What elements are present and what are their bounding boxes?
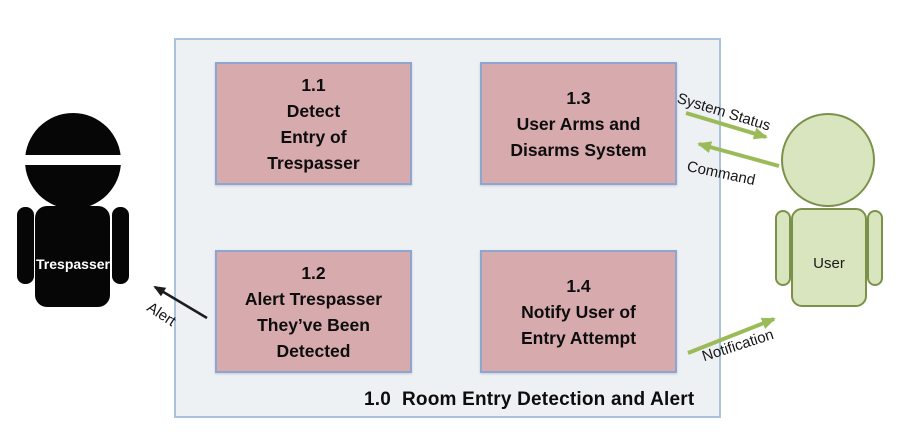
trespasser-arm-left (17, 207, 34, 284)
trespasser-label: Trespasser (36, 256, 110, 272)
process-box-1-4: 1.4 Notify User of Entry Attempt (480, 250, 677, 373)
trespasser-arm-right (112, 207, 129, 284)
user-head (781, 113, 875, 207)
user-figure (775, 113, 883, 307)
process-label-1-1: 1.1 Detect Entry of Trespasser (267, 74, 360, 173)
process-label-1-4: 1.4 Notify User of Entry Attempt (520, 275, 637, 348)
user-arm-right (867, 210, 883, 286)
process-label-1-2: 1.2 Alert Trespasser They’ve Been Detect… (244, 262, 383, 361)
process-box-1-3: 1.3 User Arms and Disarms System (480, 62, 677, 185)
trespasser-figure (17, 113, 129, 307)
boundary-title: 1.0 Room Entry Detection and Alert (364, 389, 695, 410)
process-label-1-3: 1.3 User Arms and Disarms System (510, 87, 647, 160)
user-arm-left (775, 210, 791, 286)
process-box-1-2: 1.2 Alert Trespasser They’ve Been Detect… (215, 250, 412, 373)
user-label: User (813, 255, 845, 272)
trespasser-mask-stripe (22, 155, 124, 165)
trespasser-head (25, 113, 121, 209)
process-box-1-1: 1.1 Detect Entry of Trespasser (215, 62, 412, 185)
